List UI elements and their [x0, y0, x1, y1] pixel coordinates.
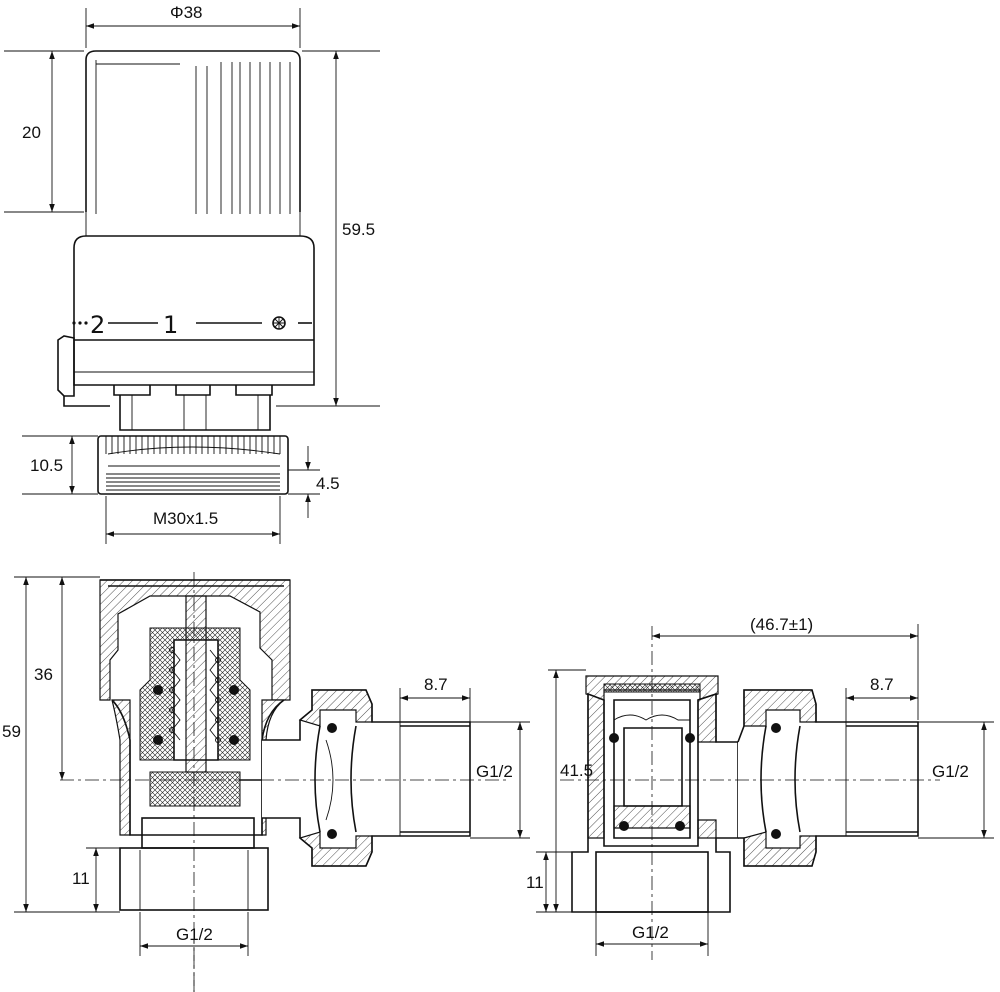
dim-thread-label: M30x1.5 [153, 509, 218, 528]
dim-length-label: (46.7±1) [750, 615, 813, 634]
scale-label-1: 1 [163, 311, 178, 339]
dim-diameter-label: Φ38 [170, 3, 202, 22]
dim-top: 20 [4, 50, 84, 213]
dim-bottom-right: 11 [526, 851, 572, 913]
dim-height-right-label: 41.5 [560, 761, 593, 780]
side-lever [57, 335, 75, 397]
dim-length: (46.7±1) [652, 615, 919, 720]
dim-height-label: 59.5 [342, 220, 375, 239]
dim-diameter: Φ38 [85, 3, 301, 48]
mounting-nut [97, 435, 289, 495]
dim-total-label: 59 [2, 722, 21, 741]
dim-side-thread-label: G1/2 [476, 762, 513, 781]
dim-offset-label: 8.7 [424, 675, 448, 694]
valve-right: (46.7±1) 8.7 41.5 G1/2 11 G1/ [526, 615, 994, 960]
dim-height: 59.5 [276, 50, 380, 407]
nut-knurl [105, 436, 281, 491]
dim-thread-depth: 4.5 [288, 446, 340, 518]
dim-side-thread-right: G1/2 [918, 721, 994, 839]
dim-bottom-thread: G1/2 [139, 912, 249, 956]
dim-bottom-thread-right: G1/2 [595, 912, 709, 956]
dim-bottom: 11 [72, 847, 120, 912]
dim-offset: 8.7 [399, 675, 471, 722]
dim-thread: M30x1.5 [105, 496, 281, 544]
head-body [73, 235, 315, 386]
dim-thread-depth-label: 4.5 [316, 474, 340, 493]
spring [169, 647, 221, 743]
head-cap-outline [85, 50, 301, 212]
dim-side-thread-right-label: G1/2 [932, 762, 969, 781]
dim-side-thread: G1/2 [470, 721, 530, 839]
dim-bottom-right-label: 11 [526, 873, 544, 892]
dim-axis-label: 36 [34, 665, 53, 684]
dim-top-label: 20 [22, 123, 41, 142]
valve-left: 59 36 11 G1/2 8.7 G1/2 [2, 572, 530, 992]
dim-bottom-thread-label: G1/2 [176, 925, 213, 944]
dim-axis: 36 [34, 577, 65, 780]
dim-nut-height: 10.5 [22, 435, 98, 495]
scale-label-2: 2 [90, 311, 105, 339]
dim-height-right: 41.5 [548, 669, 593, 912]
dim-bottom-label: 11 [72, 869, 90, 888]
valve-pin [185, 595, 207, 773]
dim-nut-height-label: 10.5 [30, 456, 63, 475]
dim-offset-right-label: 8.7 [870, 675, 894, 694]
thermostatic-head: 2 1 Φ38 [4, 3, 380, 544]
dim-offset-right: 8.7 [845, 675, 918, 722]
dim-bottom-thread-right-label: G1/2 [632, 923, 669, 942]
dim-total: 59 [2, 576, 120, 913]
